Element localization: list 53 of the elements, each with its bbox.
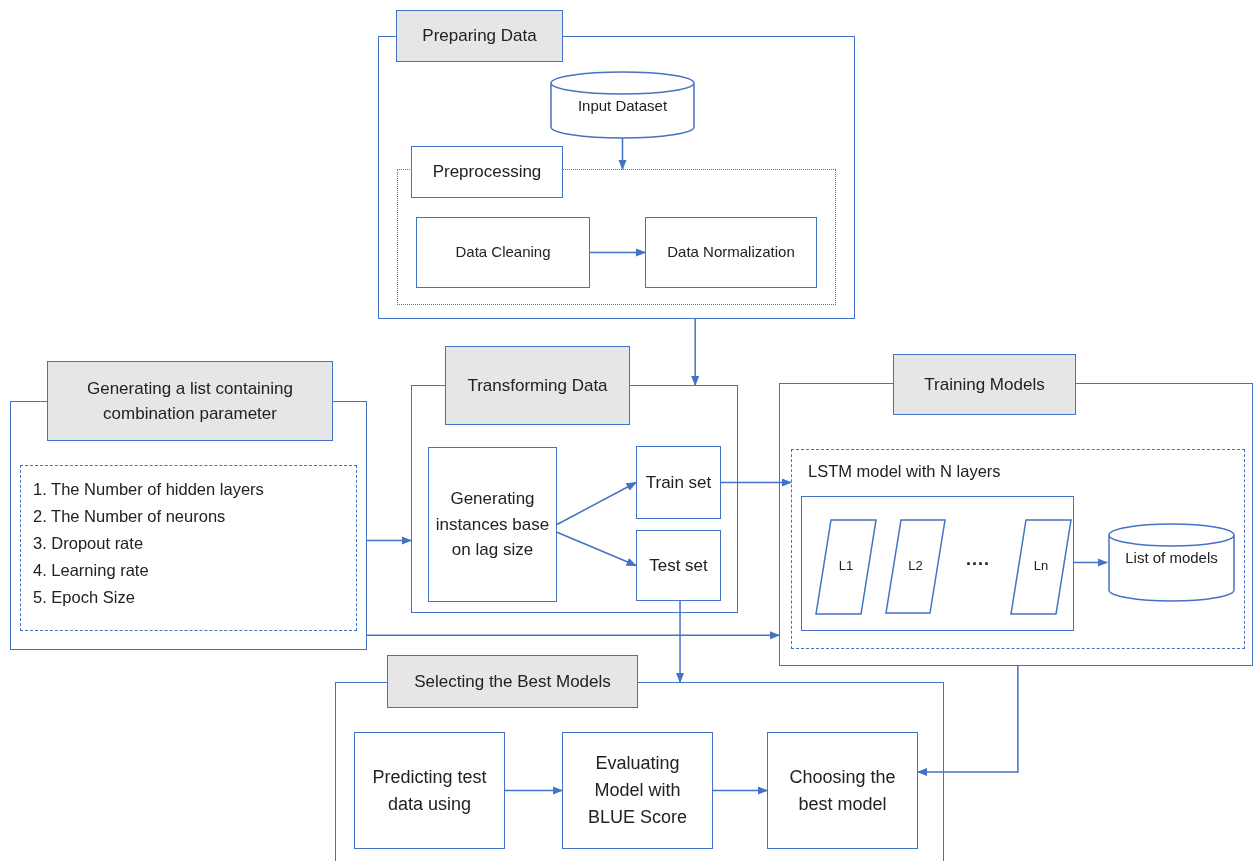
list-item: 2. The Number of neurons bbox=[33, 505, 227, 527]
arrow bbox=[504, 786, 564, 795]
arrow bbox=[720, 478, 793, 487]
layer-parallelogram bbox=[815, 519, 877, 615]
list-item: 1. The Number of hidden layers bbox=[33, 479, 265, 500]
process-box: Predicting test data using bbox=[354, 732, 505, 849]
arrow bbox=[618, 137, 627, 171]
layer-parallelogram bbox=[885, 519, 946, 614]
cylinder-label: List of models bbox=[1124, 548, 1219, 568]
arrow bbox=[691, 318, 700, 387]
database-cylinder bbox=[550, 72, 695, 138]
list-item: 4. Learning rate bbox=[33, 559, 150, 581]
layer-parallelogram bbox=[1010, 519, 1072, 615]
arrow bbox=[712, 786, 769, 795]
arrow bbox=[916, 665, 1019, 777]
group-frame bbox=[378, 10, 855, 319]
database-cylinder bbox=[1108, 524, 1235, 601]
layer-label: Ln bbox=[1032, 557, 1050, 575]
arrow bbox=[1072, 558, 1109, 567]
group-frame bbox=[779, 354, 1253, 666]
group-frame bbox=[10, 361, 367, 650]
heading-tab: Preparing Data bbox=[396, 10, 563, 62]
process-box: Choosing the best model bbox=[767, 732, 918, 849]
process-box: Data Cleaning bbox=[416, 217, 590, 288]
arrow bbox=[556, 531, 637, 567]
list-item: 5. Epoch Size bbox=[33, 586, 136, 608]
cylinder-label: Input Dataset bbox=[576, 96, 669, 116]
arrow bbox=[589, 248, 647, 257]
group-frame bbox=[411, 346, 738, 613]
group-frame bbox=[335, 655, 944, 861]
arrow bbox=[675, 600, 685, 684]
arrow bbox=[366, 631, 781, 640]
ellipsis-label: .... bbox=[965, 549, 991, 570]
layer-label: L2 bbox=[907, 556, 924, 575]
layer-container-box bbox=[801, 496, 1074, 631]
heading-tab: Generating a list containing combination parameter bbox=[47, 361, 333, 441]
parameter-list-box bbox=[20, 465, 357, 631]
process-box: Data Normalization bbox=[645, 217, 817, 288]
group-heading: LSTM model with N layers bbox=[808, 462, 1001, 481]
process-box: Evaluating Model with BLUE Score bbox=[562, 732, 713, 849]
heading-tab: Transforming Data bbox=[445, 346, 630, 425]
arrow bbox=[556, 481, 637, 526]
process-box: Train set bbox=[636, 446, 721, 519]
process-box: Generating instances base on lag size bbox=[428, 447, 557, 602]
heading-tab: Selecting the Best Models bbox=[387, 655, 638, 708]
dashed-group-frame bbox=[791, 449, 1245, 649]
arrow bbox=[366, 536, 413, 545]
process-box: Test set bbox=[636, 530, 721, 601]
heading-tab: Training Models bbox=[893, 354, 1076, 415]
heading-tab: Preprocessing bbox=[411, 146, 563, 198]
layer-label: L1 bbox=[837, 557, 855, 575]
group-frame bbox=[397, 146, 836, 305]
list-item: 3. Dropout rate bbox=[33, 532, 145, 554]
